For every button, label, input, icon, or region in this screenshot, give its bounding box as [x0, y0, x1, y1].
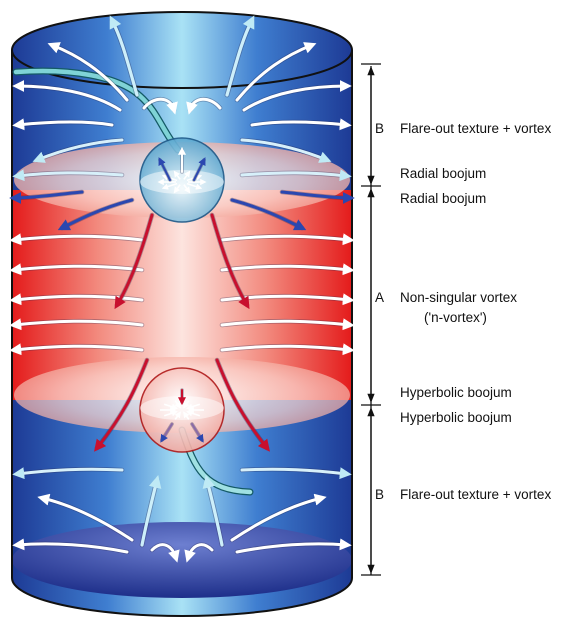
- region-label-bottom: Flare-out texture + vortex: [400, 487, 551, 502]
- region-sublabel-middle: ('n-vortex'): [424, 310, 487, 325]
- bottom-base: [12, 522, 352, 598]
- hyperbolic-boojum-sphere: [140, 368, 224, 452]
- region-label-top: Flare-out texture + vortex: [400, 121, 551, 136]
- region-letter-a: A: [375, 290, 384, 305]
- cylinder: [12, 0, 352, 627]
- boundary-label-hyperbolic-2: Hyperbolic boojum: [400, 410, 512, 425]
- region-label-middle: Non-singular vortex: [400, 290, 517, 305]
- boundary-label-hyperbolic-1: Hyperbolic boojum: [400, 385, 512, 400]
- boundary-label-radial-1: Radial boojum: [400, 166, 486, 181]
- boundary-label-radial-2: Radial boojum: [400, 191, 486, 206]
- region-letter-b-top: B: [375, 121, 384, 136]
- region-letter-b-bottom: B: [375, 487, 384, 502]
